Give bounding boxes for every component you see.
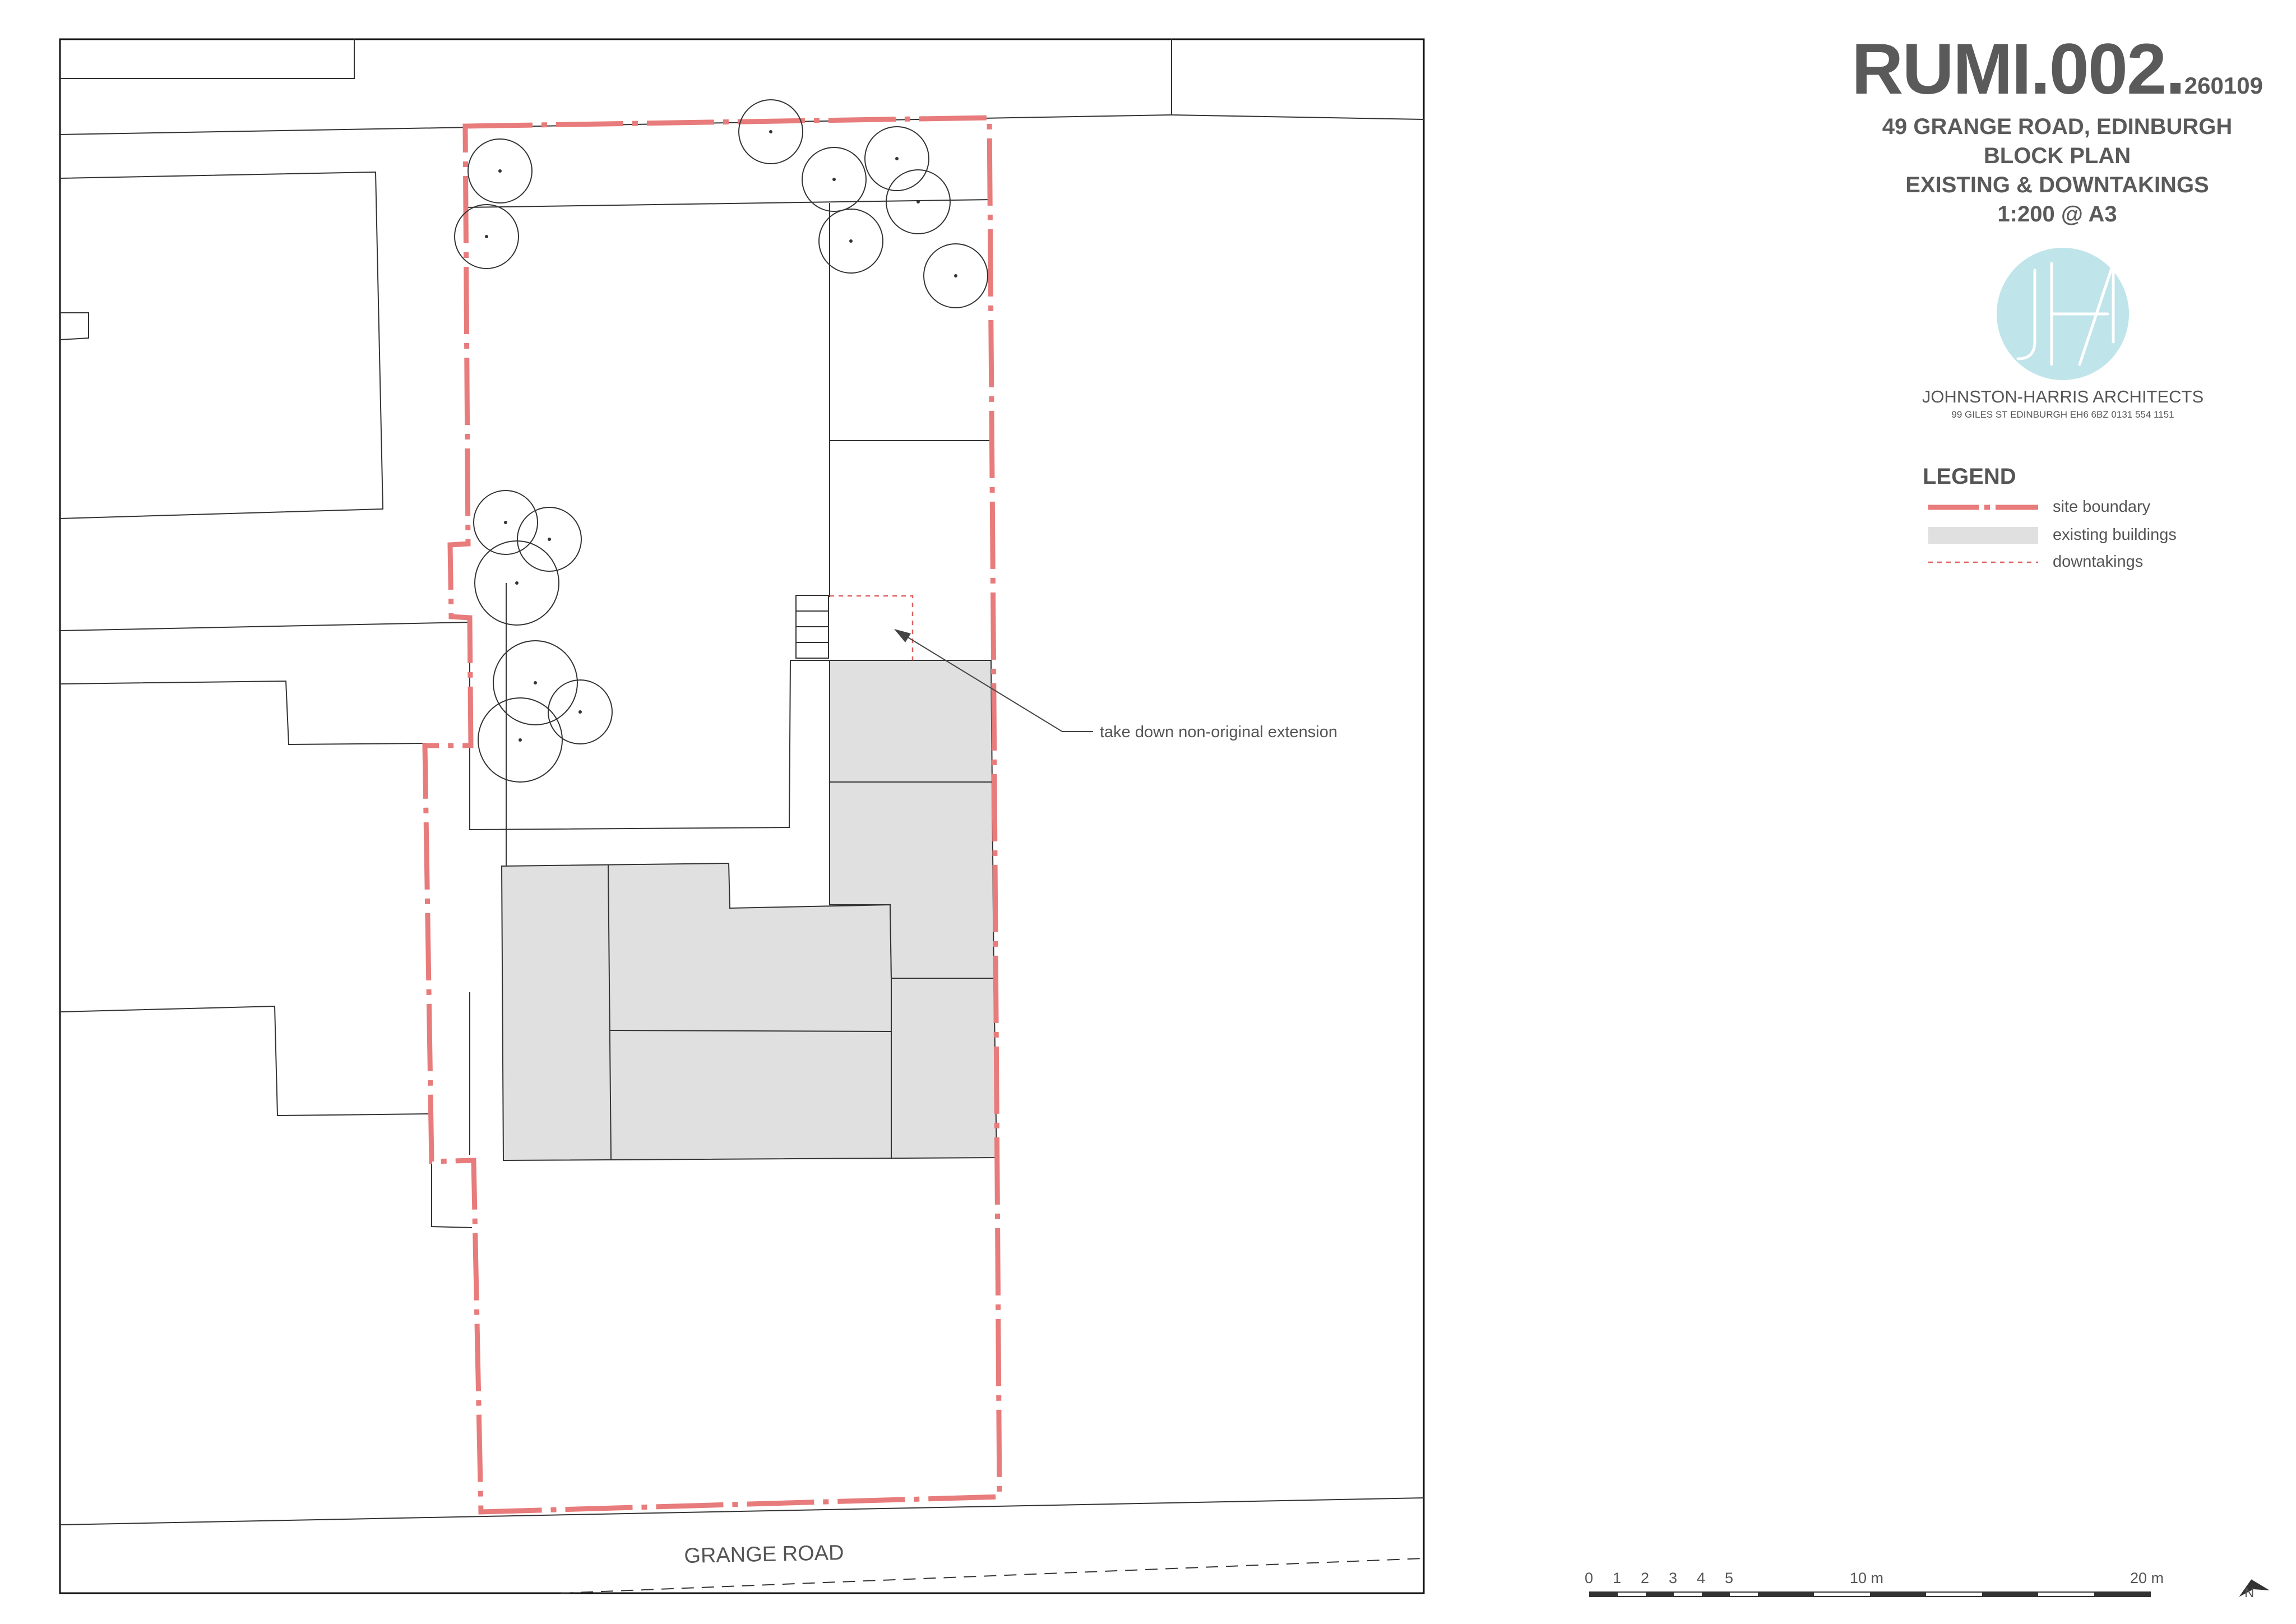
building-partitions xyxy=(608,781,992,1160)
tree xyxy=(473,490,538,555)
context-linework xyxy=(59,39,1424,1594)
tree xyxy=(738,99,803,164)
scale-label: 0 xyxy=(1585,1570,1594,1586)
callout-leader xyxy=(899,632,1093,732)
tree xyxy=(548,679,613,744)
project-address: 49 GRANGE ROAD, EDINBURGH xyxy=(1882,114,2233,139)
trees xyxy=(454,99,988,783)
firm-name: JOHNSTON-HARRIS ARCHITECTS xyxy=(1922,387,2204,406)
drawing-code: RUMI.002. xyxy=(1851,29,2186,109)
legend-title: LEGEND xyxy=(1923,464,2016,489)
drawing-revision: 260109 xyxy=(2184,72,2263,99)
road-name-label: GRANGE ROAD xyxy=(684,1541,844,1568)
callout-text: take down non-original extension xyxy=(1100,723,1337,741)
jha-monogram-icon xyxy=(1997,248,2129,380)
legend-item-downtakings: downtakings xyxy=(2053,553,2144,571)
drawing-scale: 1:200 @ A3 xyxy=(1997,202,2117,226)
tree xyxy=(818,209,883,274)
scale-label: 3 xyxy=(1669,1570,1678,1586)
drawing-subtitle: EXISTING & DOWNTAKINGS xyxy=(1905,173,2209,197)
leader-arrowhead xyxy=(894,629,911,642)
tree xyxy=(864,126,929,191)
scale-label: 1 xyxy=(1613,1570,1622,1586)
site-boundary xyxy=(422,115,1002,1515)
tree xyxy=(923,243,988,308)
firm-address: 99 GILES ST EDINBURGH EH6 6BZ 0131 554 1… xyxy=(1951,409,2174,420)
drawing-number: RUMI.002.260109 xyxy=(1738,34,2296,105)
scale-label: 5 xyxy=(1725,1570,1734,1586)
legend-swatch-existing-buildings xyxy=(1928,527,2038,544)
drawing-title: BLOCK PLAN xyxy=(1983,144,2131,168)
scale-label: 10 m xyxy=(1850,1570,1884,1586)
tree xyxy=(802,147,867,212)
tree xyxy=(493,640,578,725)
north-label: N xyxy=(2244,1585,2255,1600)
scale-bar xyxy=(1589,1591,2151,1597)
drawing-frame xyxy=(59,38,1425,1594)
existing-buildings xyxy=(501,660,998,1162)
scale-label: 2 xyxy=(1641,1570,1650,1586)
scale-label: 20 m xyxy=(2130,1570,2164,1586)
legend-item-existing-buildings: existing buildings xyxy=(2053,526,2177,544)
tree xyxy=(474,540,559,626)
tree xyxy=(467,138,533,203)
north-arrow-icon xyxy=(2239,1579,2270,1597)
tree xyxy=(886,169,951,234)
tree xyxy=(478,697,563,783)
title-block: RUMI.002.260109 49 GRANGE ROAD, EDINBURG… xyxy=(1738,34,2296,229)
legend-item-site-boundary: site boundary xyxy=(2053,498,2151,516)
tree xyxy=(517,507,582,572)
tree xyxy=(454,204,519,269)
scale-label: 4 xyxy=(1697,1570,1706,1586)
downtakings-outline xyxy=(830,595,914,660)
